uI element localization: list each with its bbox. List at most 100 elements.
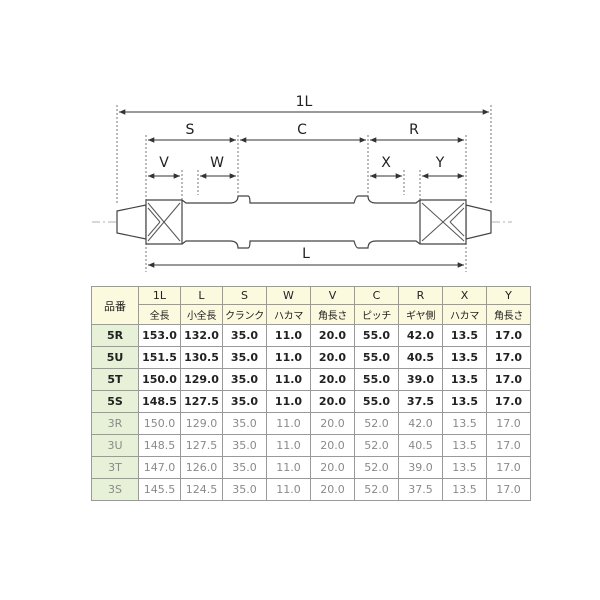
value-cell: 17.0 bbox=[486, 478, 531, 501]
value-cell: 39.0 bbox=[398, 368, 443, 391]
value-cell: 11.0 bbox=[266, 412, 311, 435]
label-x: X bbox=[381, 155, 391, 171]
value-cell: 151.5 bbox=[138, 346, 181, 369]
value-cell: 35.0 bbox=[222, 456, 267, 479]
value-cell: 11.0 bbox=[266, 346, 311, 369]
spec-table: 品番 1L L S W V C R X Y 全長 小全長 クランク ハカマ 角長… bbox=[91, 286, 531, 501]
value-cell: 42.0 bbox=[398, 324, 443, 347]
value-cell: 55.0 bbox=[354, 346, 399, 369]
value-cell: 129.0 bbox=[180, 368, 223, 391]
value-cell: 148.5 bbox=[138, 390, 181, 413]
table-row: 3U 148.5 127.5 35.0 11.0 20.0 52.0 40.5 … bbox=[91, 434, 531, 457]
value-cell: 17.0 bbox=[486, 456, 531, 479]
sub-l: 小全長 bbox=[180, 304, 223, 325]
left-taper-marks bbox=[147, 202, 181, 242]
value-cell: 127.5 bbox=[180, 434, 223, 457]
value-cell: 35.0 bbox=[222, 390, 267, 413]
value-cell: 35.0 bbox=[222, 434, 267, 457]
value-cell: 13.5 bbox=[442, 324, 487, 347]
table-row: 3T 147.0 126.0 35.0 11.0 20.0 52.0 39.0 … bbox=[91, 456, 531, 479]
col-w: W bbox=[266, 286, 311, 305]
value-cell: 147.0 bbox=[138, 456, 181, 479]
value-cell: 40.5 bbox=[398, 434, 443, 457]
value-cell: 150.0 bbox=[138, 412, 181, 435]
value-cell: 55.0 bbox=[354, 324, 399, 347]
value-cell: 148.5 bbox=[138, 434, 181, 457]
value-cell: 20.0 bbox=[310, 434, 355, 457]
value-cell: 13.5 bbox=[442, 346, 487, 369]
value-cell: 11.0 bbox=[266, 324, 311, 347]
value-cell: 37.5 bbox=[398, 390, 443, 413]
model-cell: 3T bbox=[91, 456, 139, 479]
axle-diagram: 1L S C R V W X Y L bbox=[92, 94, 512, 272]
value-cell: 55.0 bbox=[354, 390, 399, 413]
value-cell: 145.5 bbox=[138, 478, 181, 501]
value-cell: 13.5 bbox=[442, 478, 487, 501]
value-cell: 55.0 bbox=[354, 368, 399, 391]
value-cell: 132.0 bbox=[180, 324, 223, 347]
header-model: 品番 bbox=[91, 286, 139, 325]
value-cell: 35.0 bbox=[222, 478, 267, 501]
dimension-lines bbox=[119, 109, 489, 268]
sub-w: ハカマ bbox=[266, 304, 311, 325]
value-cell: 13.5 bbox=[442, 434, 487, 457]
label-v: V bbox=[159, 155, 169, 171]
value-cell: 130.5 bbox=[180, 346, 223, 369]
model-cell: 5U bbox=[91, 346, 139, 369]
value-cell: 37.5 bbox=[398, 478, 443, 501]
label-l: L bbox=[302, 246, 310, 262]
value-cell: 153.0 bbox=[138, 324, 181, 347]
value-cell: 35.0 bbox=[222, 412, 267, 435]
sub-1l: 全長 bbox=[138, 304, 181, 325]
table-row: 5S 148.5 127.5 35.0 11.0 20.0 55.0 37.5 … bbox=[91, 390, 531, 413]
sub-y: 角長さ bbox=[486, 304, 531, 325]
table-row: 5U 151.5 130.5 35.0 11.0 20.0 55.0 40.5 … bbox=[91, 346, 531, 369]
value-cell: 17.0 bbox=[486, 434, 531, 457]
value-cell: 20.0 bbox=[310, 478, 355, 501]
model-cell: 3S bbox=[91, 478, 139, 501]
value-cell: 11.0 bbox=[266, 368, 311, 391]
value-cell: 17.0 bbox=[486, 368, 531, 391]
sub-s: クランク bbox=[222, 304, 267, 325]
col-l: L bbox=[180, 286, 223, 305]
value-cell: 20.0 bbox=[310, 456, 355, 479]
value-cell: 20.0 bbox=[310, 368, 355, 391]
col-c: C bbox=[354, 286, 399, 305]
table-row: 5T 150.0 129.0 35.0 11.0 20.0 55.0 39.0 … bbox=[91, 368, 531, 391]
model-cell: 3R bbox=[91, 412, 139, 435]
header-row: 品番 1L L S W V C R X Y bbox=[91, 286, 531, 325]
value-cell: 17.0 bbox=[486, 390, 531, 413]
subheader-row: 全長 小全長 クランク ハカマ 角長さ ピッチ ギヤ側 ハカマ 角長さ bbox=[92, 304, 531, 325]
table-row: 5R 153.0 132.0 35.0 11.0 20.0 55.0 42.0 … bbox=[91, 324, 531, 347]
sub-c: ピッチ bbox=[354, 304, 399, 325]
value-cell: 20.0 bbox=[310, 412, 355, 435]
label-s: S bbox=[186, 122, 195, 138]
label-y: Y bbox=[435, 155, 445, 171]
value-cell: 11.0 bbox=[266, 434, 311, 457]
value-cell: 11.0 bbox=[266, 478, 311, 501]
table-row: 3S 145.5 124.5 35.0 11.0 20.0 52.0 37.5 … bbox=[91, 478, 531, 501]
value-cell: 17.0 bbox=[486, 324, 531, 347]
axle-body bbox=[116, 195, 492, 249]
label-w: W bbox=[210, 155, 224, 171]
value-cell: 124.5 bbox=[180, 478, 223, 501]
value-cell: 42.0 bbox=[398, 412, 443, 435]
sub-r: ギヤ側 bbox=[398, 304, 443, 325]
label-c: C bbox=[297, 122, 307, 138]
value-cell: 52.0 bbox=[354, 412, 399, 435]
model-cell: 3U bbox=[91, 434, 139, 457]
value-cell: 127.5 bbox=[180, 390, 223, 413]
model-cell: 5T bbox=[91, 368, 139, 391]
right-taper-marks bbox=[421, 202, 465, 242]
col-v: V bbox=[310, 286, 355, 305]
value-cell: 129.0 bbox=[180, 412, 223, 435]
table-row: 3R 150.0 129.0 35.0 11.0 20.0 52.0 42.0 … bbox=[91, 412, 531, 435]
model-cell: 5R bbox=[91, 324, 139, 347]
value-cell: 13.5 bbox=[442, 456, 487, 479]
value-cell: 13.5 bbox=[442, 412, 487, 435]
col-y: Y bbox=[486, 286, 531, 305]
value-cell: 150.0 bbox=[138, 368, 181, 391]
value-cell: 40.5 bbox=[398, 346, 443, 369]
value-cell: 20.0 bbox=[310, 346, 355, 369]
value-cell: 17.0 bbox=[486, 346, 531, 369]
